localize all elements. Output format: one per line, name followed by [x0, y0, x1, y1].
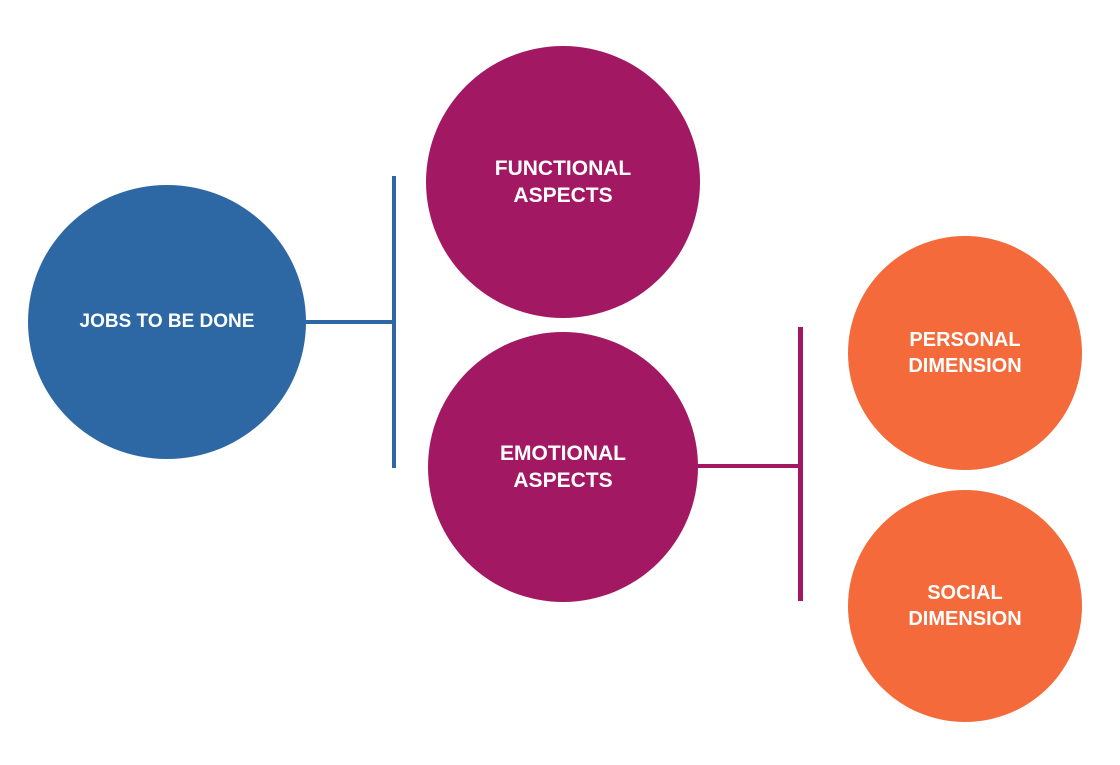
node-label-functional-aspects: FUNCTIONAL ASPECTS [494, 156, 632, 207]
connector-dimensions-vertical [798, 327, 803, 601]
node-social-dimension: SOCIAL DIMENSION [848, 490, 1082, 722]
connector-aspects-vertical [392, 176, 396, 468]
connector-emotional-horizontal [696, 464, 802, 468]
node-emotional-aspects: EMOTIONAL ASPECTS [428, 332, 698, 602]
node-personal-dimension: PERSONAL DIMENSION [848, 236, 1082, 470]
node-jobs-to-be-done: JOBS TO BE DONE [28, 185, 306, 459]
node-label-jobs-to-be-done: JOBS TO BE DONE [79, 310, 255, 332]
connector-root-horizontal [304, 320, 396, 324]
node-label-personal-dimension: PERSONAL DIMENSION [908, 329, 1022, 377]
node-functional-aspects: FUNCTIONAL ASPECTS [426, 46, 700, 318]
node-label-social-dimension: SOCIAL DIMENSION [908, 582, 1022, 630]
node-label-emotional-aspects: EMOTIONAL ASPECTS [499, 441, 626, 492]
